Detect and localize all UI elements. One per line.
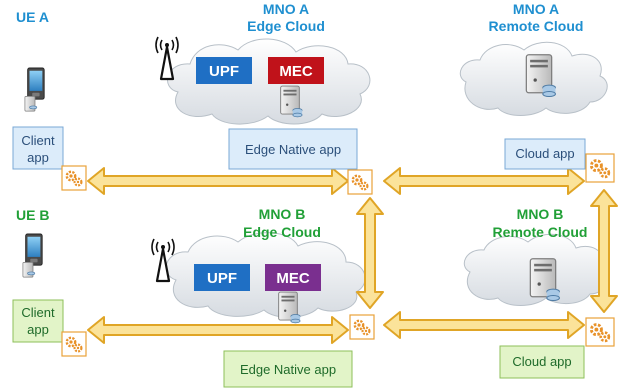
mno-b-edge-server-icon [278, 291, 301, 324]
mno-a-edge-server-icon [280, 85, 303, 118]
ue-b-label: UE B [16, 207, 49, 223]
arrow-edge-b-to-cloud-b [383, 311, 585, 339]
cloud-app-a-label: Cloud app [515, 146, 574, 161]
arrow-edge-a-to-edge-b [356, 197, 384, 309]
cloud-app-b-label: Cloud app [512, 354, 571, 369]
gear-cloud-a-icon [585, 153, 615, 183]
mno-b-mec-label: MEC [276, 270, 310, 287]
mno-a-edge-title-line1: MNO A [263, 1, 309, 17]
client-app-b: Client app [12, 299, 64, 343]
mno-a-mec-label: MEC [279, 63, 313, 80]
mno-b-upf-box: UPF [194, 264, 250, 291]
client-app-b-line2: app [27, 322, 49, 337]
edge-native-app-a-label: Edge Native app [245, 142, 341, 157]
arrow-cloud-a-to-cloud-b [590, 189, 618, 313]
mno-a-upf-label: UPF [209, 63, 239, 80]
mno-b-remote-title-line1: MNO B [517, 206, 564, 222]
mno-b-upf-label: UPF [207, 270, 237, 287]
mno-b-edge-title-line1: MNO B [259, 206, 306, 222]
gear-edge-a-icon [347, 169, 373, 195]
gear-cloud-b-icon [585, 317, 615, 347]
gear-edge-b-icon [349, 314, 375, 340]
mno-a-remote-title-line1: MNO A [513, 1, 559, 17]
gear-client-b-icon [61, 331, 87, 357]
edge-native-app-a: Edge Native app [228, 128, 358, 170]
mno-a-mec-box: MEC [268, 57, 324, 84]
mno-b-remote-title-line2: Remote Cloud [493, 224, 588, 240]
mno-b-mec-box: MEC [265, 264, 321, 291]
gear-client-a-icon [61, 165, 87, 191]
mno-a-upf-box: UPF [196, 57, 252, 84]
client-app-a-line2: app [27, 150, 49, 165]
mno-a-remote-server-icon [525, 54, 557, 98]
arrow-edge-a-to-cloud-a [383, 167, 585, 195]
ue-b-phone-icon [22, 233, 43, 278]
ue-a-label: UE A [16, 9, 49, 25]
client-app-a: Client app [12, 126, 64, 170]
mno-a-remote-title-line2: Remote Cloud [489, 18, 584, 34]
edge-native-app-b: Edge Native app [223, 350, 353, 388]
arrow-client-b-to-edge-b [87, 316, 349, 344]
mno-b-edge-title-line2: Edge Cloud [243, 224, 321, 240]
mno-a-edge-title-line2: Edge Cloud [247, 18, 325, 34]
cloud-app-a: Cloud app [504, 138, 586, 170]
cloud-app-b: Cloud app [499, 345, 585, 379]
client-app-a-line1: Client [21, 133, 55, 148]
ue-a-phone-icon [24, 67, 45, 112]
mno-b-remote-server-icon [529, 258, 561, 302]
arrow-client-a-to-edge-a [87, 167, 349, 195]
client-app-b-line1: Client [21, 305, 55, 320]
edge-native-app-b-label: Edge Native app [240, 362, 336, 377]
